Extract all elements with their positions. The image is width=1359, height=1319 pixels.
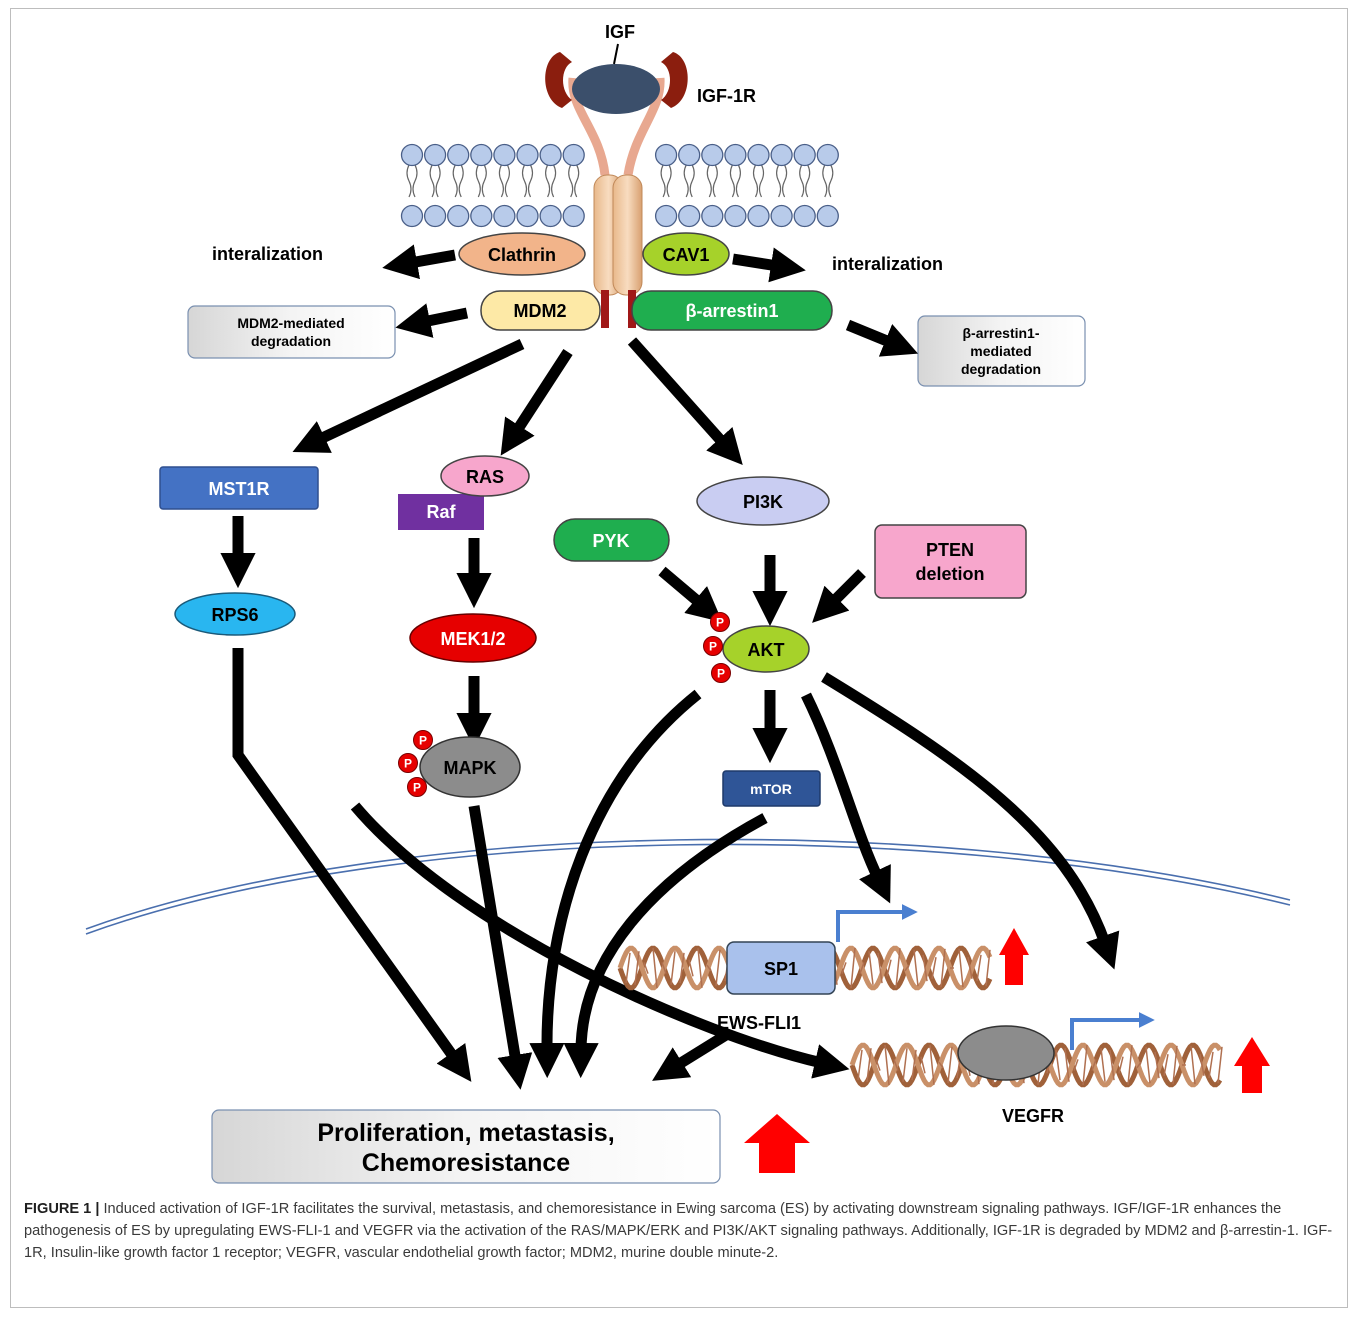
- igf-label: IGF: [605, 22, 635, 42]
- pten-node: [874, 524, 1027, 599]
- pi3k-label: PI3K: [743, 492, 783, 512]
- sp1-label: SP1: [764, 959, 798, 979]
- igf-1r-label: IGF-1R: [697, 86, 756, 106]
- pi3k-node: [696, 476, 830, 526]
- rps6-node: [174, 592, 296, 636]
- outcome-up-arrow: [744, 1114, 810, 1173]
- mdm2-label: MDM2: [514, 301, 567, 321]
- svg-text:P: P: [716, 616, 724, 630]
- mst1r-label: MST1R: [208, 479, 269, 499]
- raf-label: Raf: [426, 502, 456, 522]
- barrestin-degradation-line3: degradation: [961, 361, 1041, 377]
- mdm2-degradation-line2: degradation: [251, 333, 331, 349]
- pyk-node: [553, 518, 670, 562]
- ras-label: RAS: [466, 467, 504, 487]
- phospho-group: P: [710, 612, 730, 632]
- phospho-group: P: [413, 730, 433, 750]
- vegfr-up-arrow: [1234, 1037, 1270, 1093]
- mapk-label: MAPK: [444, 758, 497, 778]
- caption-label: FIGURE 1 |: [24, 1201, 100, 1217]
- arrows: [220, 244, 1120, 1090]
- svg-text:P: P: [709, 640, 717, 654]
- sp1-node: [726, 941, 836, 995]
- cell-membrane: [400, 143, 839, 228]
- tss-arrows: [836, 904, 1155, 1050]
- ews-fli1-up-arrow: [999, 928, 1029, 985]
- ews-fli1-label: EWS-FLI1: [717, 1013, 801, 1033]
- internalization-left-label: interalization: [212, 244, 323, 264]
- phospho-group: P: [407, 777, 427, 797]
- outcome-line1: Proliferation, metastasis,: [317, 1119, 614, 1147]
- internalization-right-label: interalization: [832, 254, 943, 274]
- igf-ligand: [572, 64, 660, 114]
- ras-node: [440, 455, 530, 497]
- mdm2-degradation-line1: MDM2-mediated: [237, 315, 344, 331]
- phospho-group: P: [711, 663, 731, 683]
- akt-node: [722, 625, 810, 673]
- akt-label: AKT: [748, 640, 785, 660]
- svg-text:P: P: [419, 734, 427, 748]
- rps6-label: RPS6: [211, 605, 258, 625]
- barrestin-node: [631, 290, 833, 331]
- phospho-group: P: [398, 753, 418, 773]
- outcome-box: [211, 1109, 721, 1184]
- barrestin-label: β-arrestin1: [685, 301, 778, 321]
- cav1-node: [642, 232, 730, 276]
- mdm2-degradation-box: [187, 305, 396, 359]
- barrestin-degradation-line2: mediated: [970, 343, 1031, 359]
- figure-frame: [10, 8, 1348, 1308]
- mtor-node: [722, 770, 821, 807]
- outcome-line2: Chemoresistance: [362, 1149, 571, 1177]
- dna-helices: [617, 945, 1223, 1088]
- pten-line2: deletion: [915, 564, 984, 584]
- mtor-label: mTOR: [750, 781, 792, 797]
- phospho-group: P: [703, 636, 723, 656]
- clathrin-label: Clathrin: [488, 245, 556, 265]
- clathrin-node: [458, 232, 586, 276]
- mst1r-node: [159, 466, 319, 510]
- svg-text:P: P: [404, 757, 412, 771]
- barrestin-degradation-line1: β-arrestin1-: [962, 325, 1039, 341]
- pten-line1: PTEN: [926, 540, 974, 560]
- nuclear-envelope: [85, 838, 1291, 935]
- vegfr-promoter-node: [957, 1025, 1055, 1081]
- caption-text: Induced activation of IGF-1R facilitates…: [24, 1201, 1333, 1261]
- raf-node: [398, 494, 484, 530]
- cav1-label: CAV1: [663, 245, 710, 265]
- igf-1r-receptor: [545, 43, 688, 328]
- svg-text:P: P: [717, 667, 725, 681]
- mek-node: [409, 613, 537, 663]
- signaling-diagram: IGF IGF-1R Clathrin CAV1 MDM2 β-arrestin…: [85, 22, 1291, 1184]
- vegfr-label: VEGFR: [1002, 1106, 1064, 1126]
- upregulation-arrows: [744, 928, 1270, 1173]
- mapk-node: [419, 736, 521, 798]
- pyk-label: PYK: [592, 531, 629, 551]
- svg-text:P: P: [413, 781, 421, 795]
- mek-label: MEK1/2: [440, 629, 505, 649]
- figure-caption: FIGURE 1 | Induced activation of IGF-1R …: [24, 1198, 1334, 1264]
- mdm2-node: [480, 290, 601, 331]
